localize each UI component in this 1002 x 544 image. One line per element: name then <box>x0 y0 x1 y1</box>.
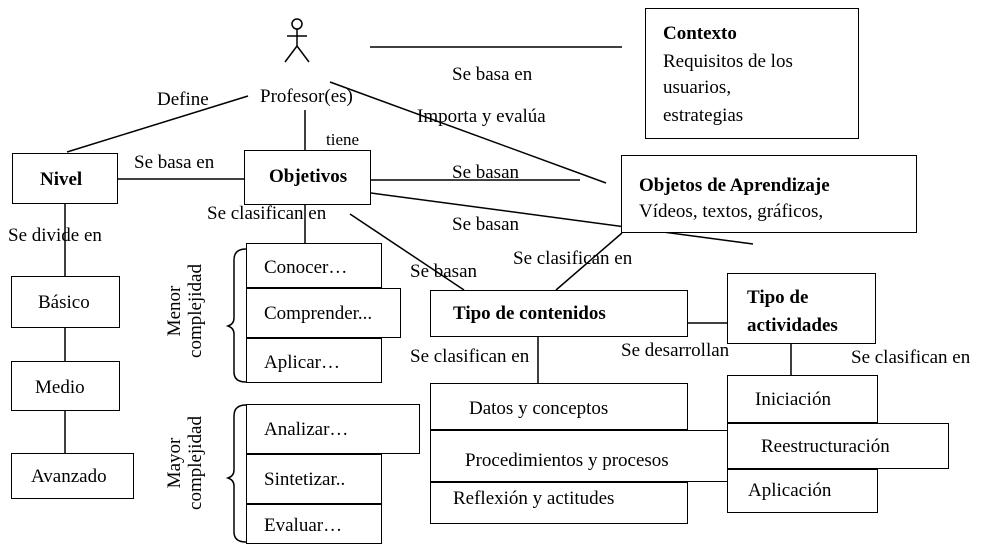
edge-objetivos-actividades <box>370 192 754 245</box>
edge-label-se-basan-actividades: Se basan <box>452 214 520 235</box>
objetivo-evaluar-box: Evaluar… <box>246 504 382 544</box>
mayor-complejidad-label: Mayor complejidad <box>164 403 210 523</box>
edge-label-se-divide-en: Se divide en <box>8 225 102 246</box>
actividades-title-line-1: Tipo de <box>747 287 809 308</box>
nivel-medio-box: Medio <box>11 361 120 411</box>
contenido-reflexion-box: Reflexión y actitudes <box>430 482 688 524</box>
contenidos-title: Tipo de contenidos <box>453 303 606 324</box>
nivel-medio: Medio <box>35 377 85 398</box>
edge-label-se-basan-objetos: Se basan <box>452 162 520 183</box>
nivel-avanzado: Avanzado <box>31 466 107 487</box>
objetivo-aplicar-box: Aplicar… <box>246 338 382 383</box>
actividad-reestructuracion-box: Reestructuración <box>727 423 949 469</box>
objetivo-analizar: Analizar… <box>264 419 349 440</box>
contexto-line-2: usuarios, <box>663 77 732 98</box>
nivel-basico-box: Básico <box>11 276 120 328</box>
actividades-title-line-2: actividades <box>747 315 838 336</box>
mayor-label-line-1: Mayor <box>164 437 185 489</box>
objetos-desc: Vídeos, textos, gráficos, <box>639 201 824 222</box>
actor-figure <box>284 18 310 63</box>
objetivos-box: Objetivos <box>244 150 371 205</box>
menor-label-line-1: Menor <box>164 285 185 337</box>
objetivo-conocer-box: Conocer… <box>246 243 382 288</box>
contenido-datos-box: Datos y conceptos <box>430 383 688 430</box>
nivel-avanzado-box: Avanzado <box>11 453 134 499</box>
objetivo-comprender-box: Comprender... <box>246 288 401 338</box>
mayor-label-line-2: complejidad <box>185 416 206 510</box>
tipo-actividades-box: Tipo de actividades <box>727 273 876 344</box>
nivel-title: Nivel <box>40 169 83 190</box>
edge-profesor-objetos <box>329 81 607 184</box>
contenido-reflexion: Reflexión y actitudes <box>453 488 615 509</box>
edge-objetivos-contenidos <box>349 213 465 291</box>
edge-label-se-desarrollan: Se desarrollan <box>621 340 730 361</box>
objetivo-sintetizar-box: Sintetizar.. <box>246 454 382 504</box>
actividad-aplicacion: Aplicación <box>748 480 832 501</box>
menor-label-line-2: complejidad <box>185 264 206 358</box>
objetivo-aplicar: Aplicar… <box>264 352 340 373</box>
edge-profesor-nivel <box>66 95 249 153</box>
contexto-box: Contexto Requisitos de los usuarios, est… <box>645 8 859 139</box>
brace-menor <box>225 248 247 383</box>
contexto-line-3: estrategias <box>663 105 744 126</box>
edge-label-se-clasifican-actividades: Se clasifican en <box>851 347 971 368</box>
contenido-procedimientos-box: Procedimientos y procesos <box>430 430 728 482</box>
objetos-title: Objetos de Aprendizaje <box>639 175 830 196</box>
edge-label-tiene: tiene <box>326 130 360 149</box>
edge-label-importa-y-evalua: Importa y evalúa <box>417 106 546 127</box>
edge-label-se-clasifican-objetivos: Se clasifican en <box>207 203 327 224</box>
actividad-iniciacion-box: Iniciación <box>727 375 878 423</box>
actividad-iniciacion: Iniciación <box>755 389 831 410</box>
actividad-reestructuracion: Reestructuración <box>761 436 890 457</box>
nivel-box: Nivel <box>12 153 118 204</box>
objetivo-evaluar: Evaluar… <box>264 515 343 536</box>
edge-label-se-clasifican-objetos: Se clasifican en <box>513 248 633 269</box>
edge-label-se-basa-en-contexto: Se basa en <box>452 64 533 85</box>
menor-complejidad-label: Menor complejidad <box>164 251 210 371</box>
tipo-contenidos-box: Tipo de contenidos <box>430 290 688 337</box>
objetivo-analizar-box: Analizar… <box>246 404 420 454</box>
nivel-basico: Básico <box>38 292 90 313</box>
objetos-aprendizaje-box: Objetos de Aprendizaje Vídeos, textos, g… <box>621 155 917 233</box>
objetivo-sintetizar: Sintetizar.. <box>264 469 346 490</box>
contenido-datos: Datos y conceptos <box>469 398 609 419</box>
objetivo-conocer: Conocer… <box>264 257 348 278</box>
edge-label-se-basa-en-nivel: Se basa en <box>134 152 215 173</box>
objetivo-comprender: Comprender... <box>264 303 373 324</box>
objetivos-title: Objetivos <box>269 166 348 187</box>
edge-label-define: Define <box>157 89 209 110</box>
contenido-procedimientos: Procedimientos y procesos <box>465 450 669 471</box>
contexto-title: Contexto <box>663 23 737 44</box>
edge-label-se-basan-contenidos: Se basan <box>410 261 478 282</box>
edge-objetos-contenidos <box>555 232 623 291</box>
actor-label: Profesor(es) <box>260 86 353 107</box>
contexto-line-1: Requisitos de los <box>663 51 793 72</box>
actividad-aplicacion-box: Aplicación <box>727 469 878 513</box>
edge-label-se-clasifican-contenidos: Se clasifican en <box>410 346 530 367</box>
brace-mayor <box>225 404 247 543</box>
